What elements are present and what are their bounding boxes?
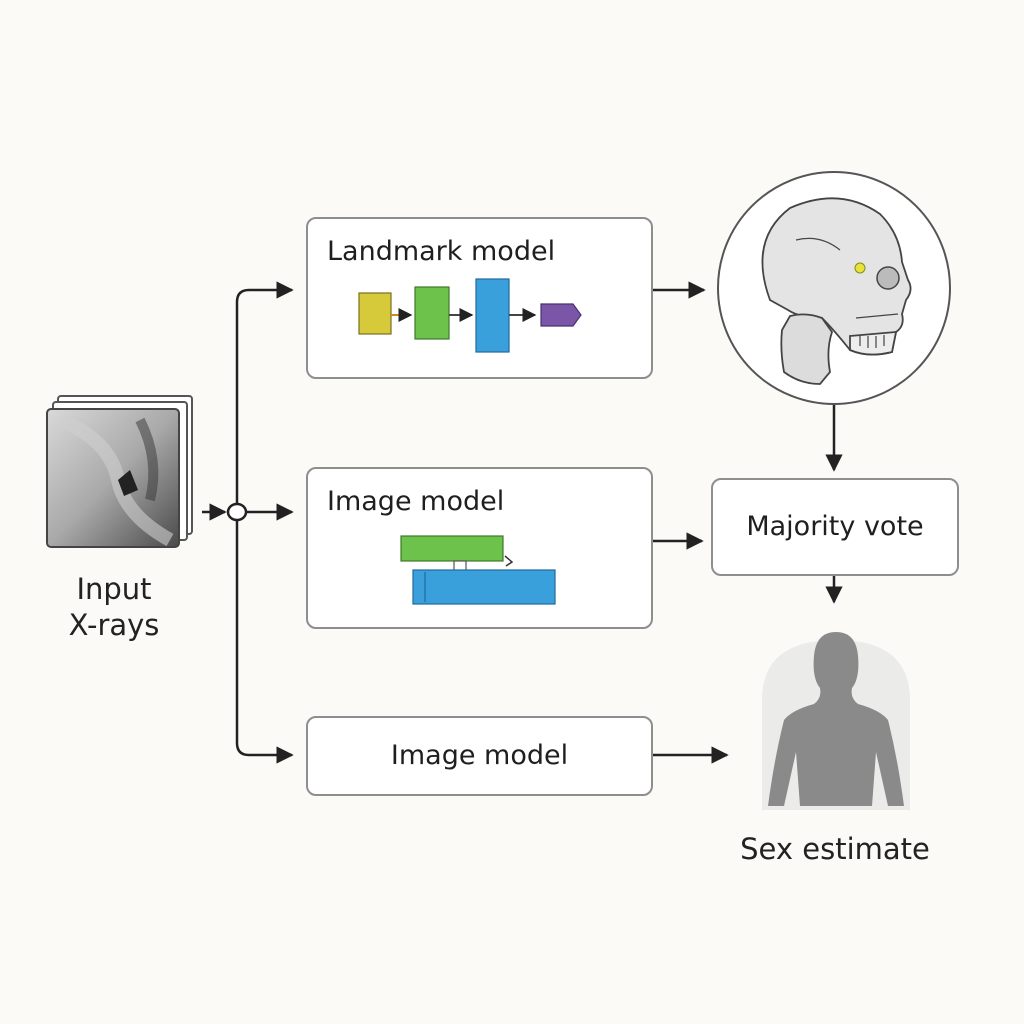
majority-vote-title: Majority vote [746, 511, 924, 542]
blue-layer [412, 569, 556, 605]
landmark-model-title: Landmark model [327, 236, 556, 267]
purple-block [540, 303, 582, 327]
green-layer [400, 535, 504, 562]
majority-vote-box: Majority vote [711, 478, 959, 576]
blue-block [475, 278, 510, 353]
image-model-1-title: Image model [327, 486, 505, 517]
input-label-line2: X-rays [68, 608, 160, 642]
output-label: Sex estimate [740, 832, 930, 866]
input-label-line1: Input [76, 572, 152, 606]
branch-trunk [235, 281, 294, 504]
landmark-point [854, 262, 866, 274]
green-block [414, 286, 450, 340]
image-model-2-title: Image model [390, 740, 569, 771]
image-model-box-2: Image model [306, 716, 653, 796]
branch-bottom [235, 520, 294, 764]
orbit [876, 266, 900, 290]
yellow-block [358, 292, 392, 335]
